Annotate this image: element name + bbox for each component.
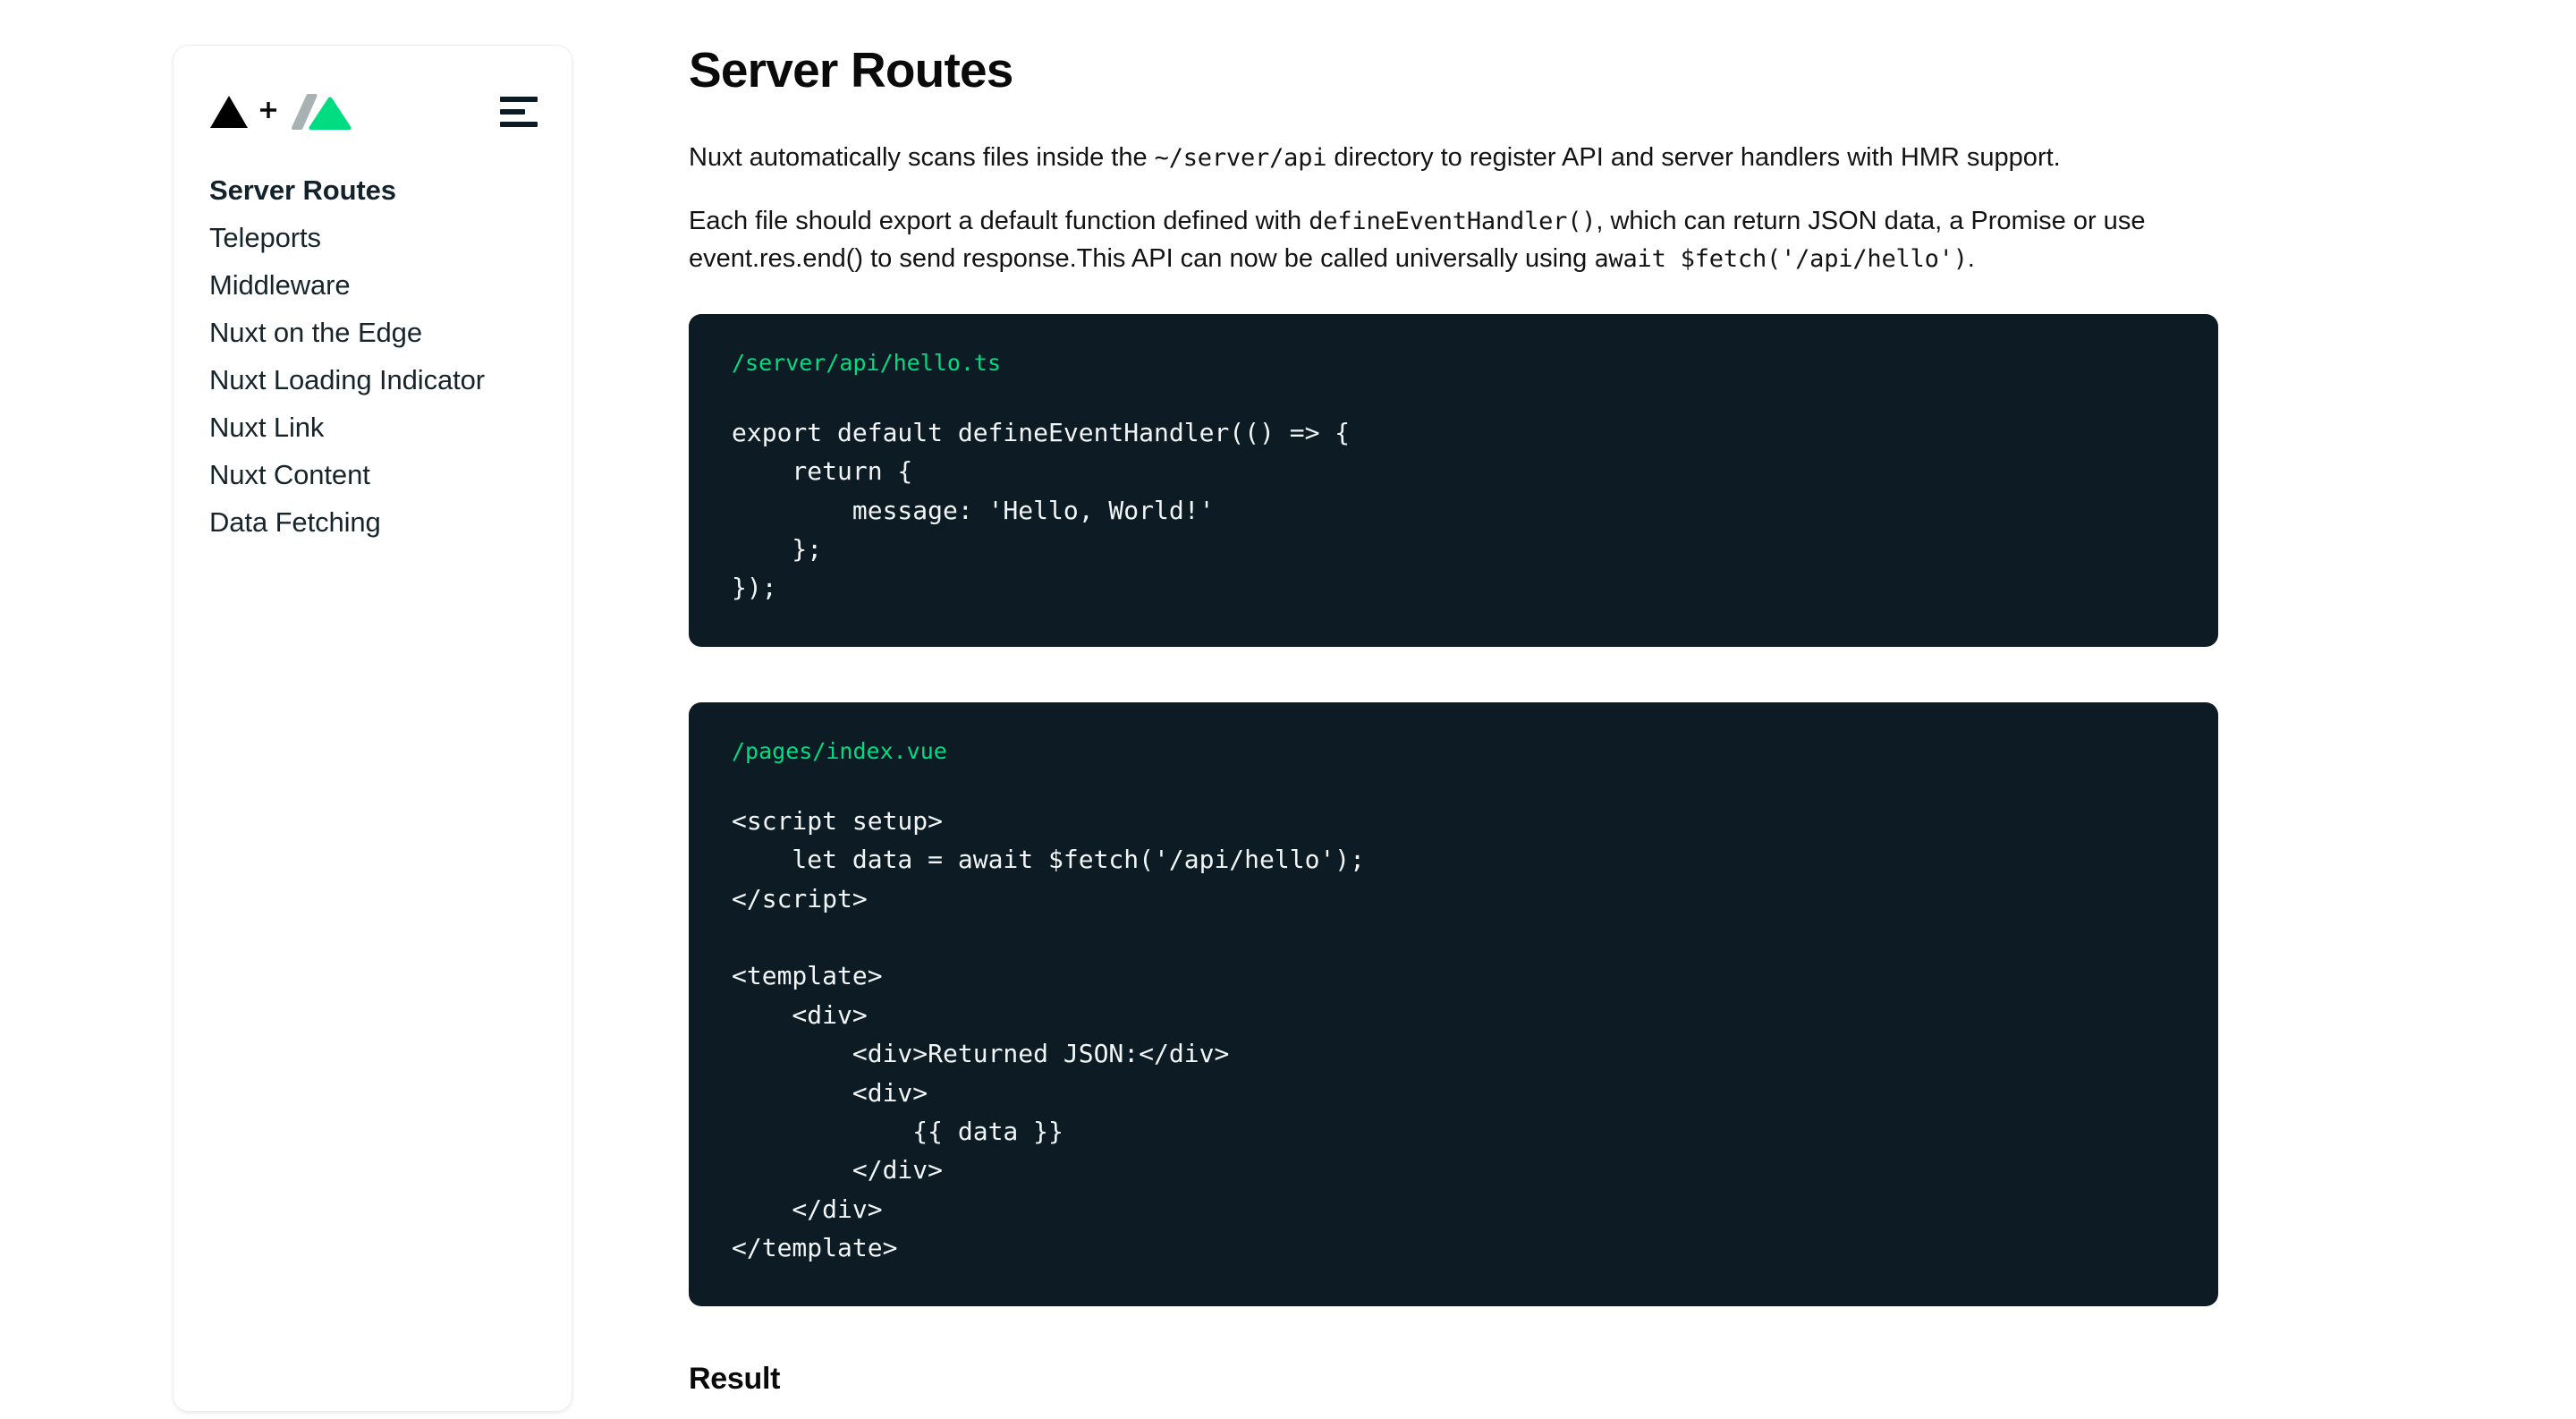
inline-code-define-event-handler: defineEventHandler(): [1309, 208, 1597, 236]
code-filename: /server/api/hello.ts: [732, 349, 1002, 376]
sidebar-item-data-fetching[interactable]: Data Fetching: [209, 506, 381, 538]
code-filename: /pages/index.vue: [732, 737, 947, 764]
page-title: Server Routes: [689, 42, 1013, 98]
code-content: export default defineEventHandler(() => …: [732, 417, 1351, 603]
sidebar-item-nuxt-on-the-edge[interactable]: Nuxt on the Edge: [209, 317, 422, 348]
sidebar-item-teleports[interactable]: Teleports: [209, 222, 321, 253]
inline-code-server-api: ~/server/api: [1154, 143, 1327, 172]
hamburger-line-1: [500, 97, 538, 102]
vercel-triangle-logo: [209, 95, 249, 129]
plus-icon: [259, 101, 277, 123]
result-heading: Result: [689, 1362, 781, 1397]
main-content: Server Routes Nuxt automatically scans f…: [572, 0, 2576, 1397]
sidebar-item-nuxt-link[interactable]: Nuxt Link: [209, 412, 325, 443]
inline-code-await-fetch: await $fetch('/api/hello'): [1594, 245, 1968, 274]
sidebar-card: Server Routes Teleports Middleware Nuxt …: [173, 45, 572, 1412]
code-content: <script setup> let data = await $fetch('…: [732, 805, 1366, 1263]
desc-text-part1: Each file should export a default functi…: [689, 207, 1309, 236]
sidebar-item-server-routes[interactable]: Server Routes: [209, 174, 396, 206]
intro-text-part2: directory to register API and server han…: [1326, 142, 2061, 172]
sidebar-item-middleware[interactable]: Middleware: [209, 269, 351, 301]
nuxt-logo: [288, 94, 352, 130]
desc-text-part3: .: [1967, 244, 1975, 274]
hamburger-line-3: [500, 122, 538, 127]
intro-text-part1: Nuxt automatically scans files inside th…: [689, 142, 1155, 172]
code-block-server-api-hello: /server/api/hello.ts export default defi…: [689, 313, 2218, 647]
sidebar-item-nuxt-loading-indicator[interactable]: Nuxt Loading Indicator: [209, 364, 485, 395]
sidebar-region: Server Routes Teleports Middleware Nuxt …: [0, 0, 572, 1419]
hamburger-line-2: [500, 109, 525, 115]
sidebar-item-nuxt-content[interactable]: Nuxt Content: [209, 459, 370, 490]
logo-row[interactable]: [209, 94, 352, 130]
sidebar-header: [209, 85, 538, 139]
desc-text-part2: , which can return JSON data, a Promise …: [689, 207, 2146, 274]
sidebar-nav: Server Routes Teleports Middleware Nuxt …: [209, 176, 536, 556]
hamburger-menu-icon[interactable]: [498, 97, 538, 127]
description-paragraph: Each file should export a default functi…: [689, 203, 2218, 278]
code-block-pages-index-vue: /pages/index.vue <script setup> let data…: [689, 701, 2218, 1307]
intro-paragraph: Nuxt automatically scans files inside th…: [689, 140, 2218, 177]
